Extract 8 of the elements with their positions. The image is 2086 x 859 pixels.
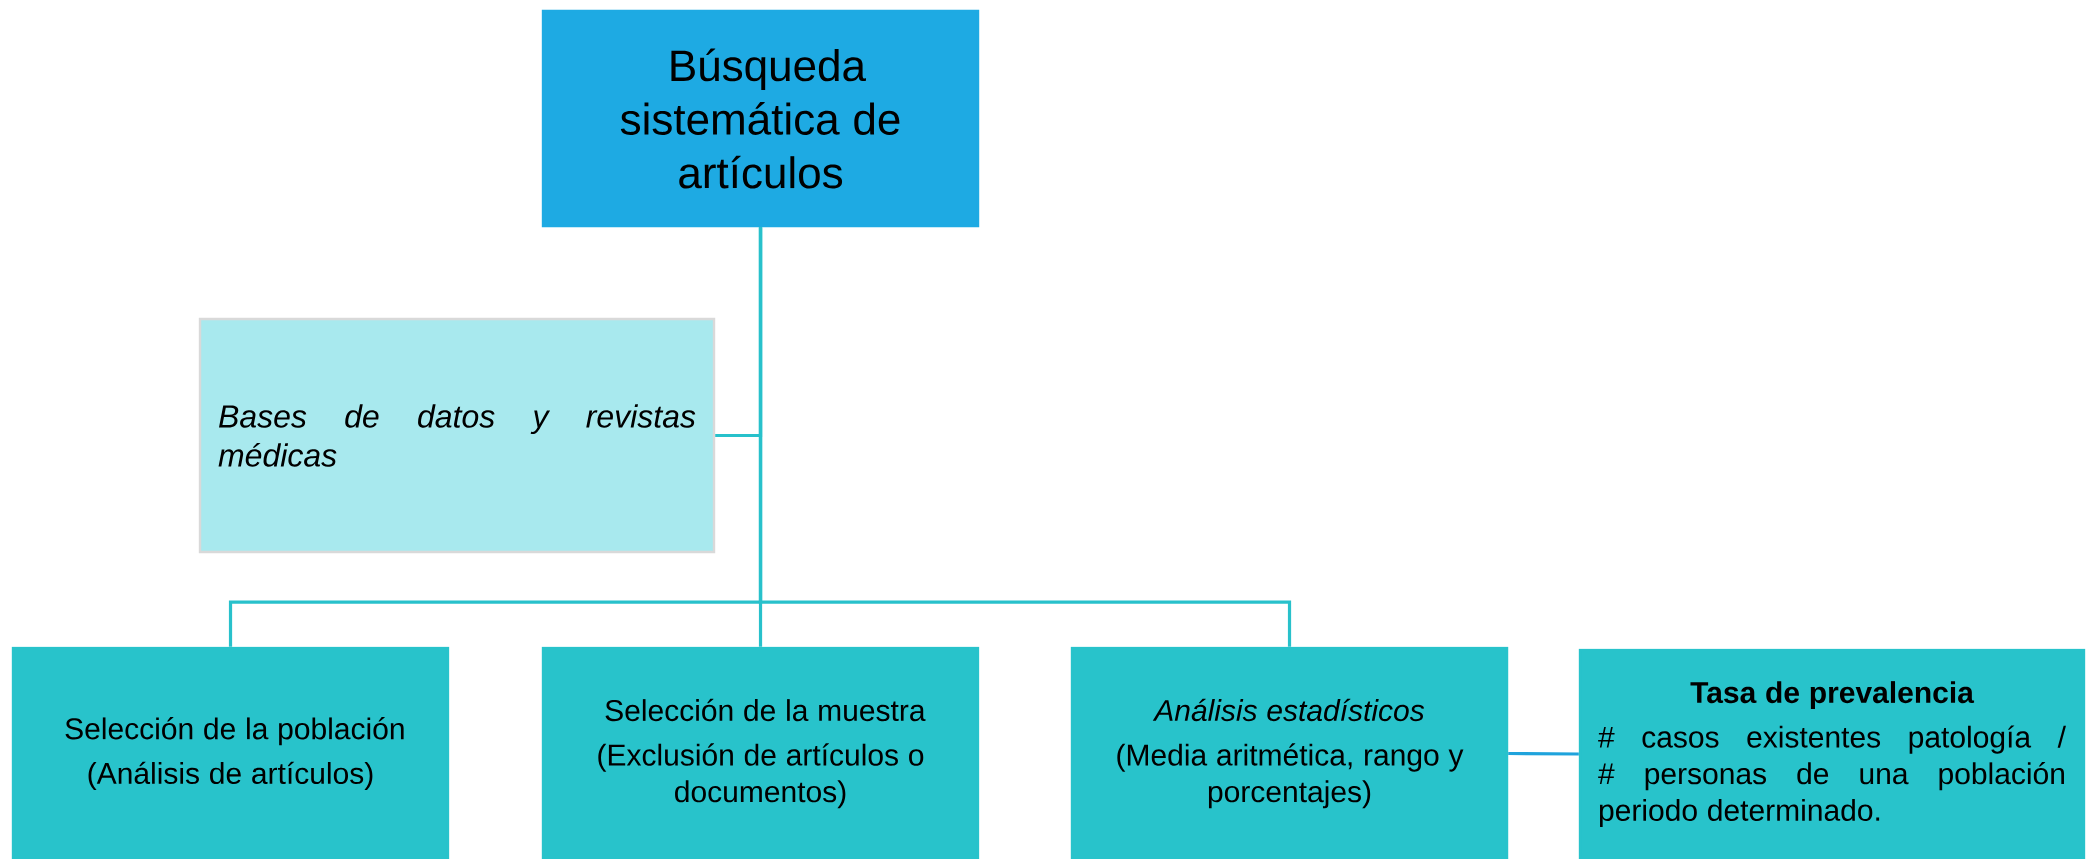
process-box: Selección de la muestra (Exclusión de artículos o documentos)	[541, 646, 980, 859]
process-box: Análisis estadísticos (Media aritmética, rango y porcentajes)	[1070, 646, 1509, 859]
formula-box: Tasa de prevalencia # casos existentes patología / # personas de una población periodo determinado.	[1578, 648, 2086, 859]
source-box: Bases de datos y revistas médicas	[198, 317, 716, 554]
connector-line	[1508, 751, 1579, 756]
title-box: Búsqueda sistemática de artículos	[541, 9, 980, 228]
process-box: Selección de la población (Análisis de artículos)	[11, 646, 450, 859]
connector-line	[758, 227, 1292, 647]
